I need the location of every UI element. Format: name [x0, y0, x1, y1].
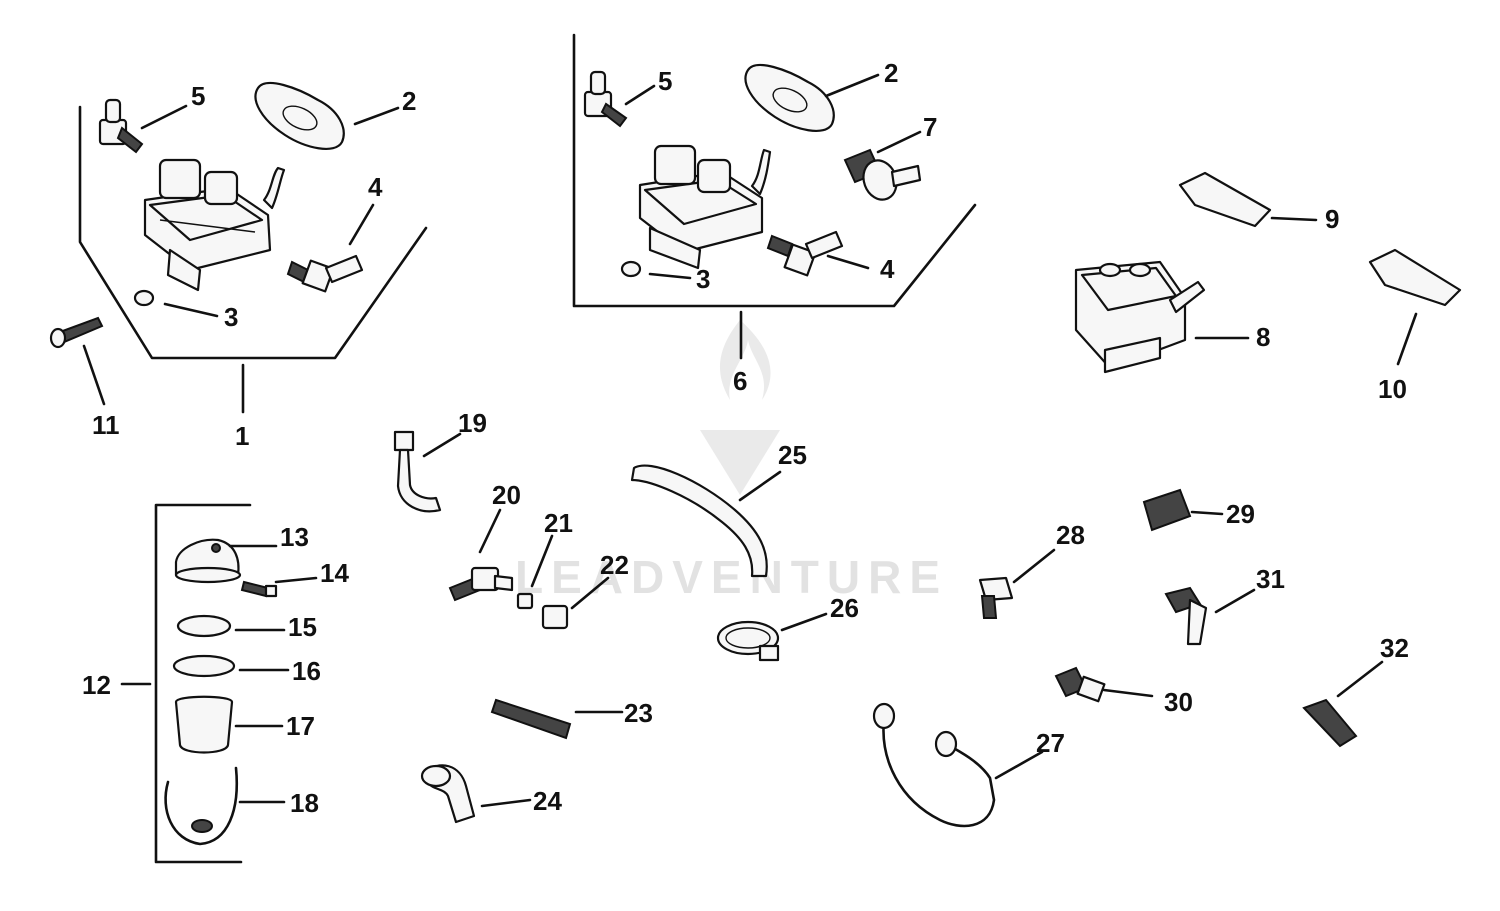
label-part-13: 13 — [280, 522, 309, 552]
part-28-elbow-fitting — [978, 576, 1014, 619]
part-31-elbow-fitting — [1164, 586, 1208, 646]
part-3-washer — [133, 289, 155, 307]
label-part-19: 19 — [458, 408, 487, 438]
label-part-10: 10 — [1378, 374, 1407, 404]
label-part-21: 21 — [544, 508, 573, 538]
part-17-filter-bowl — [174, 695, 234, 754]
part-18-bowl-bail — [164, 766, 238, 846]
label-part-28: 28 — [1056, 520, 1085, 550]
label-part-31: 31 — [1256, 564, 1285, 594]
part-number-labels: 1 2 2 3 3 4 4 5 5 6 7 8 9 10 11 12 13 14… — [82, 58, 1409, 818]
label-part-4: 4 — [368, 172, 383, 202]
group-1-bracket — [78, 105, 428, 414]
part-10-cover-plate — [1368, 248, 1462, 307]
label-part-30: 30 — [1164, 687, 1193, 717]
label-part-9: 9 — [1325, 204, 1339, 234]
label-part-15: 15 — [288, 612, 317, 642]
part-5-elbow-fitting — [583, 70, 628, 128]
part-23-pipe-nipple — [490, 698, 572, 740]
part-32-hose-barb — [1302, 698, 1358, 748]
part-15-filter-element — [176, 614, 232, 638]
label-part-6: 6 — [733, 366, 747, 396]
label-part-2: 2 — [402, 86, 416, 116]
part-4-barb-elbow — [286, 254, 364, 293]
part-21-ferrule — [516, 592, 534, 610]
label-part-22: 22 — [600, 550, 629, 580]
part-fuel-pump-assembly-6 — [638, 144, 772, 270]
label-part-18: 18 — [290, 788, 319, 818]
label-part-29: 29 — [1226, 499, 1255, 529]
part-fuel-pump-assembly-1 — [143, 158, 286, 292]
part-3-washer — [620, 260, 642, 278]
label-part-16: 16 — [292, 656, 321, 686]
label-part-24: 24 — [533, 786, 562, 816]
part-16-bowl-gasket — [172, 654, 236, 678]
label-part-5: 5 — [191, 81, 205, 111]
label-part-23: 23 — [624, 698, 653, 728]
label-part-2: 2 — [884, 58, 898, 88]
group-6-bracket — [572, 33, 977, 360]
label-part-17: 17 — [286, 711, 315, 741]
part-19-elbow-tube — [393, 430, 442, 513]
label-part-27: 27 — [1036, 728, 1065, 758]
label-part-3: 3 — [224, 302, 238, 332]
label-part-8: 8 — [1256, 322, 1270, 352]
watermark-logo — [700, 320, 780, 495]
part-9-gasket — [1178, 171, 1272, 228]
label-part-12: 12 — [82, 670, 111, 700]
label-part-1: 1 — [235, 421, 249, 451]
part-5-elbow-fitting — [98, 98, 144, 154]
part-22-nut — [541, 604, 569, 630]
label-part-32: 32 — [1380, 633, 1409, 663]
part-14-filter-valve — [240, 580, 278, 598]
part-7-hose-fitting — [843, 148, 922, 201]
part-26-hose-clamp — [716, 620, 780, 662]
part-13-filter-head — [174, 538, 242, 584]
label-part-4: 4 — [880, 254, 895, 284]
group-12-bracket — [120, 503, 252, 864]
label-part-25: 25 — [778, 440, 807, 470]
part-29-pipe-nipple — [1142, 488, 1192, 532]
label-part-7: 7 — [923, 112, 937, 142]
part-8-electric-fuel-pump — [1074, 260, 1206, 374]
label-part-3: 3 — [696, 264, 710, 294]
label-part-11: 11 — [92, 410, 120, 440]
label-part-26: 26 — [830, 593, 859, 623]
part-25-fuel-hose — [630, 464, 768, 578]
part-20-elbow-fitting — [448, 566, 514, 602]
watermark-text: LEADVENTURE — [515, 551, 948, 603]
part-4-barb-elbow — [766, 230, 844, 277]
part-2-gasket — [744, 64, 835, 132]
part-27-fuel-line — [872, 702, 996, 828]
part-2-gasket — [254, 82, 345, 150]
part-11-screw — [49, 316, 104, 349]
part-30-adapter-fitting — [1054, 666, 1106, 703]
part-24-street-elbow — [420, 764, 476, 824]
label-part-5: 5 — [658, 66, 672, 96]
label-part-20: 20 — [492, 480, 521, 510]
label-part-14: 14 — [320, 558, 349, 588]
